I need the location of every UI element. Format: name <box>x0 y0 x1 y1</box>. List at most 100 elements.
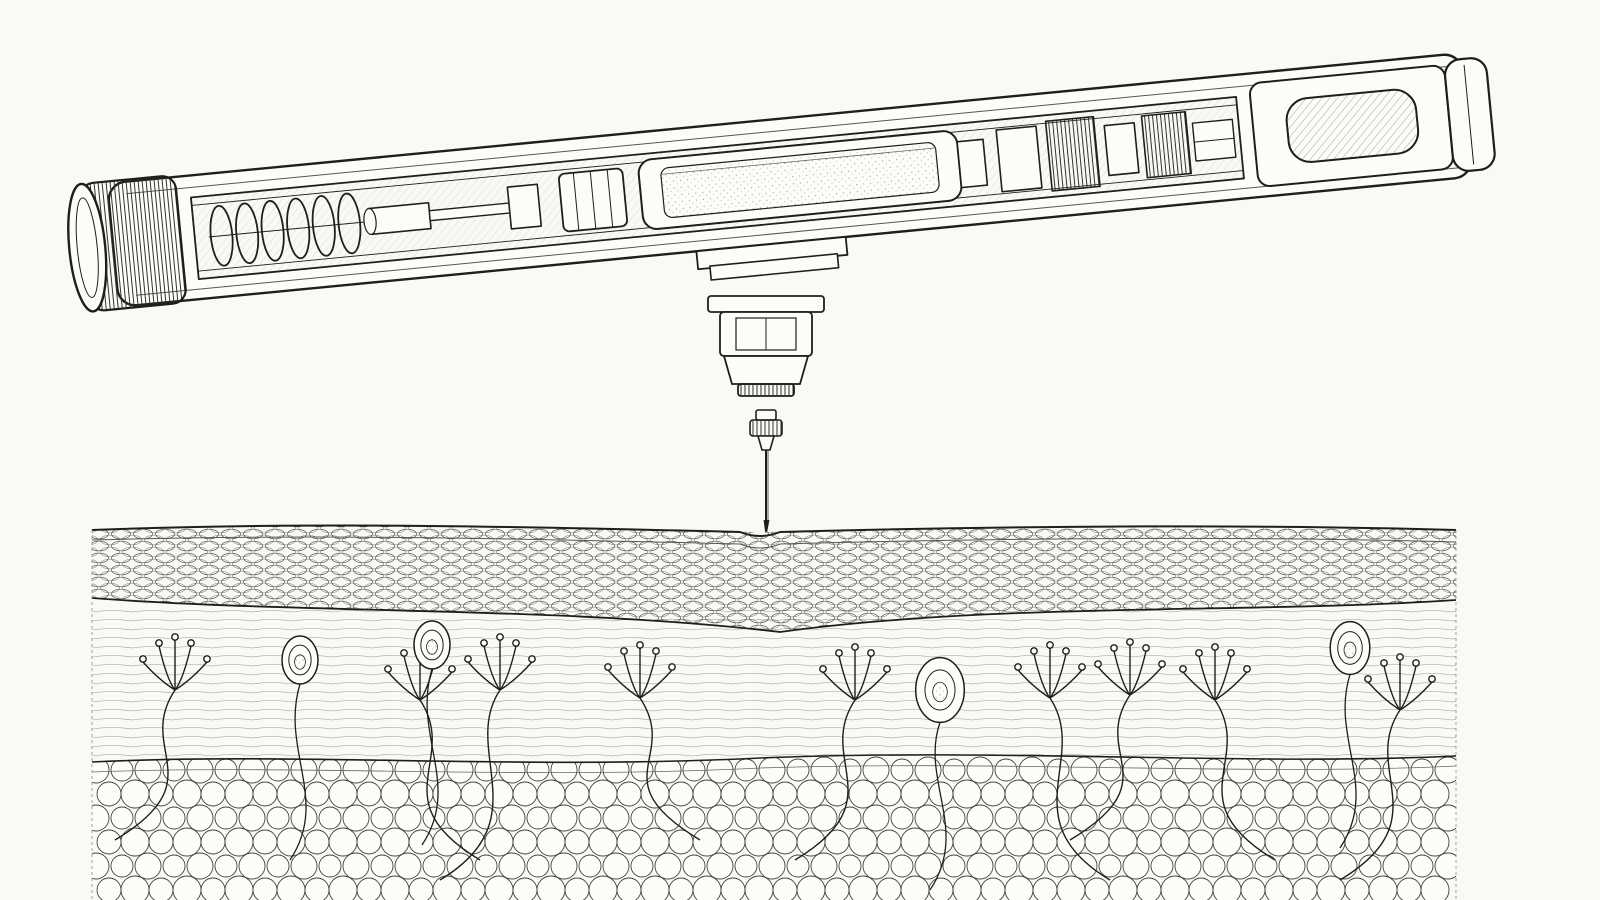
fat-cell <box>942 806 966 830</box>
capillary-trunk <box>1049 697 1111 881</box>
fat-cell <box>148 829 174 855</box>
fat-cell <box>1240 877 1266 900</box>
fat-cell <box>786 758 810 782</box>
fat-cell <box>1368 875 1398 900</box>
fat-cell <box>1254 758 1278 782</box>
needle-hub-adapter <box>695 236 849 281</box>
fat-cell <box>96 781 122 807</box>
capillary-trunk <box>1069 694 1131 841</box>
fat-cell <box>758 804 786 832</box>
fat-cell <box>460 877 486 900</box>
fat-cell <box>200 877 226 900</box>
capillary-tip <box>1062 647 1070 655</box>
follicle-core <box>1343 641 1357 659</box>
fat-cell <box>720 877 746 900</box>
fat-cell <box>876 829 902 855</box>
fat-cell <box>328 827 358 857</box>
fat-cell <box>266 806 290 830</box>
capillary-twig <box>854 655 872 701</box>
fat-cell <box>110 806 134 830</box>
capillary-tip <box>187 639 195 647</box>
fat-cell <box>224 827 254 857</box>
follicle-inner-ring <box>924 669 956 711</box>
capillary-trunk <box>1214 699 1276 861</box>
fat-cell <box>394 852 422 880</box>
fat-cell <box>1150 758 1174 782</box>
fat-cell <box>1434 852 1456 880</box>
fat-cell <box>980 781 1006 807</box>
fat-cell <box>304 781 330 807</box>
capillary-twig <box>499 645 517 691</box>
fat-cell <box>692 779 722 809</box>
fat-cell <box>162 806 186 830</box>
fat-cell <box>512 877 538 900</box>
fat-cell <box>668 877 694 900</box>
fat-cell <box>1264 779 1294 809</box>
capillary-tip <box>1126 638 1134 646</box>
fat-cell <box>1018 852 1046 880</box>
fat-cell <box>824 877 850 900</box>
fat-cell <box>380 875 410 900</box>
fat-cell <box>980 877 1006 900</box>
button-cap <box>1443 57 1496 172</box>
fat-cell <box>1108 827 1138 857</box>
capillary-tip <box>835 649 843 657</box>
fat-cell <box>1188 781 1214 807</box>
dermis-fibre <box>92 646 1456 649</box>
fat-cell <box>744 827 774 857</box>
fat-cell <box>356 829 382 855</box>
dermis-fibre <box>92 664 1456 667</box>
fat-cell <box>120 827 150 857</box>
fat-cell <box>200 829 226 855</box>
fat-cell <box>1358 806 1382 830</box>
fat-cell <box>96 829 122 855</box>
fat-cell <box>290 804 318 832</box>
capillary-twig <box>1129 666 1163 696</box>
fat-cell <box>942 854 966 878</box>
fat-cell <box>370 854 394 878</box>
fat-cell <box>630 854 654 878</box>
follicle-inner-ring <box>1337 631 1363 665</box>
fat-cell <box>682 854 706 878</box>
fat-cell <box>1278 804 1306 832</box>
follicle-shaft <box>1339 674 1357 849</box>
fat-cell <box>994 758 1018 782</box>
fat-cell <box>408 877 434 900</box>
fat-cell <box>526 854 550 878</box>
fat-cell <box>134 852 162 880</box>
capillary-tip <box>652 647 660 655</box>
fat-cell <box>512 829 538 855</box>
fat-cell <box>380 827 410 857</box>
capillary-tip <box>139 655 147 663</box>
fat-cell <box>720 829 746 855</box>
capillary-trunk <box>794 699 856 861</box>
capillary-tip <box>1364 675 1372 683</box>
dose-dial-grip <box>1248 64 1454 188</box>
fat-cell <box>1396 829 1422 855</box>
fat-cell <box>900 779 930 809</box>
fat-cell <box>342 804 370 832</box>
fat-cell <box>668 781 694 807</box>
capillary-twig <box>1399 665 1417 711</box>
capillary-tip <box>171 633 179 641</box>
capillary-tip <box>400 649 408 657</box>
fat-cell <box>408 829 434 855</box>
fat-cell <box>1226 756 1254 784</box>
fat-cell <box>1150 854 1174 878</box>
dermis-fibre <box>92 745 1456 748</box>
fat-cell <box>1018 804 1046 832</box>
capillary-twig <box>854 671 888 701</box>
fat-cell <box>758 852 786 880</box>
fat-cell <box>304 829 330 855</box>
hair-follicles <box>281 620 1371 891</box>
fat-cell <box>432 827 462 857</box>
fat-cell <box>966 804 994 832</box>
dermis-fibre <box>92 709 1456 712</box>
fat-cell <box>1122 852 1150 880</box>
fat-cell <box>1188 829 1214 855</box>
fat-cell <box>786 806 810 830</box>
fat-cell <box>186 804 214 832</box>
skin-surface <box>91 524 1457 537</box>
fat-cell <box>952 779 982 809</box>
